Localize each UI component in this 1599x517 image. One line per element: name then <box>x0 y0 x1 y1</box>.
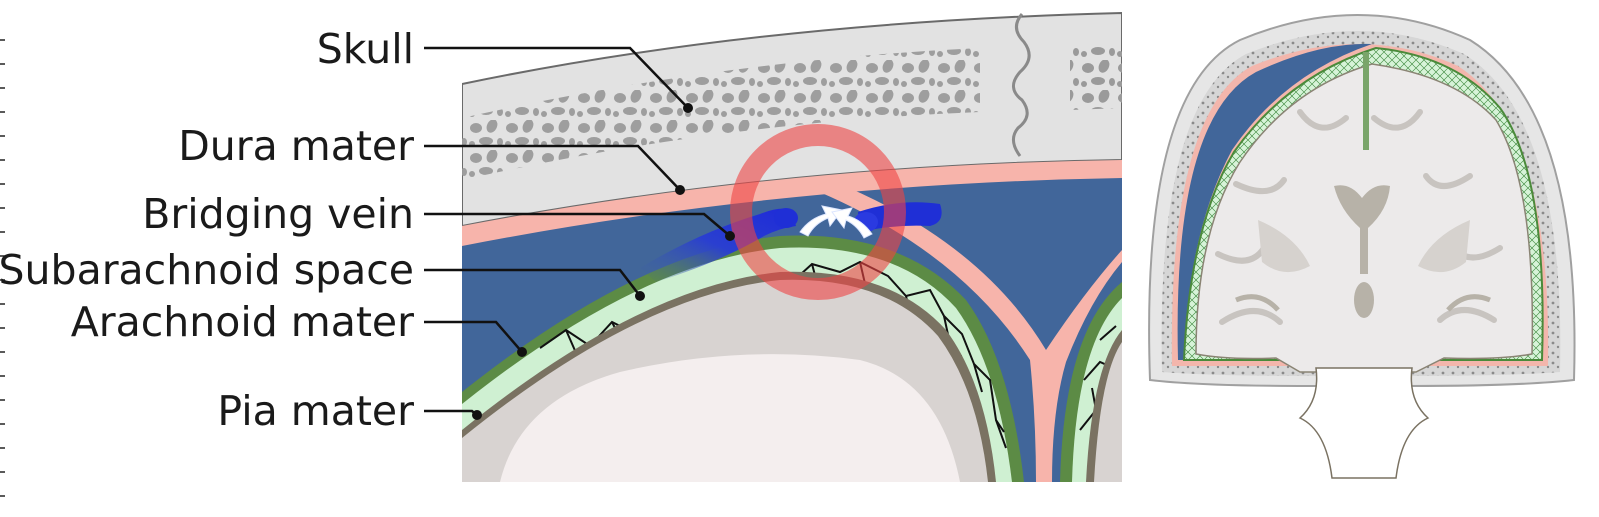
label-arachnoid-mater: Arachnoid mater <box>71 298 414 346</box>
brain-white-matter <box>500 354 960 482</box>
dura-mater-layer <box>462 160 1122 246</box>
overview-ventricles <box>1334 185 1390 274</box>
dura-fold <box>810 180 1122 482</box>
label-pia-mater: Pia mater <box>217 387 414 435</box>
leader-lines <box>424 46 735 420</box>
label-skull: Skull <box>317 25 414 73</box>
left-edge-ticks <box>0 39 5 497</box>
labels: Skull Dura mater Bridging vein Subarachn… <box>0 25 414 435</box>
overview-subdural-hematoma <box>1177 43 1372 360</box>
meninges-cross-section <box>462 0 1122 482</box>
label-dura-mater: Dura mater <box>178 122 414 170</box>
bridging-vein <box>640 208 796 282</box>
label-subarachnoid-space: Subarachnoid space <box>0 246 414 294</box>
tear-arrows <box>799 205 873 239</box>
suture-line <box>1012 13 1031 157</box>
overview-brainstem <box>1298 367 1430 479</box>
label-bridging-vein: Bridging vein <box>142 190 414 238</box>
rupture-highlight-ring <box>730 124 906 300</box>
coronal-head-overview <box>1148 14 1576 479</box>
